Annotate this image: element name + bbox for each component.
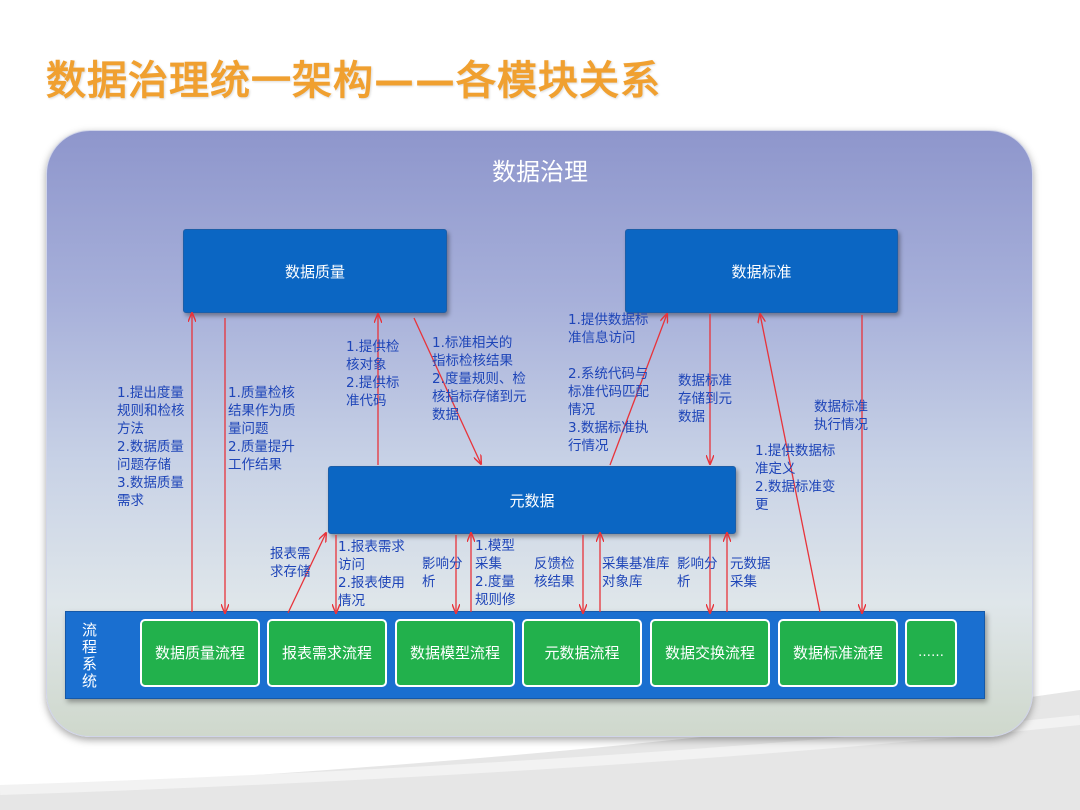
label-model-collect: 1.模型 采集 2.度量 规则修 改 — [475, 538, 516, 608]
label-report-access: 1.报表需求 访问 2.报表使用 情况 — [338, 539, 405, 609]
label-impact-analysis-2: 影响分 析 — [677, 556, 718, 590]
arrow-report-to-metadata — [287, 533, 326, 614]
process-item-more: …… — [905, 619, 957, 687]
process-system-label: 流程系统 — [80, 622, 98, 690]
process-item-standard: 数据标准流程 — [778, 619, 898, 687]
label-quality-to-metadata: 1.标准相关的 指标检核结果 2.度量规则、检 核指标存储到元 数据 — [432, 335, 527, 423]
page-title: 数据治理统一架构——各模块关系 — [46, 58, 661, 104]
data-quality-box: 数据质量 — [183, 229, 447, 313]
process-item-quality: 数据质量流程 — [140, 619, 260, 687]
label-collect-base: 采集基准库 对象库 — [602, 556, 670, 590]
arrow-metadata-to-standard — [609, 314, 667, 466]
label-standard-to-metadata: 数据标准 存储到元 数据 — [678, 373, 732, 425]
label-impact-analysis-1: 影响分 析 — [422, 556, 463, 590]
process-item-report: 报表需求流程 — [267, 619, 387, 687]
label-quality-down: 1.质量检核 结果作为质 量问题 2.质量提升 工作结果 — [228, 385, 296, 473]
label-standard-execution: 数据标准 执行情况 — [814, 399, 868, 433]
label-standard-definition: 1.提供数据标 准定义 2.数据标准变 更 — [755, 443, 836, 513]
arrow-quality-to-metadata — [413, 317, 481, 464]
process-item-model: 数据模型流程 — [395, 619, 515, 687]
label-metadata-to-quality: 1.提供检 核对象 2.提供标 准代码 — [346, 339, 400, 409]
label-metadata-collect: 元数据 采集 — [730, 556, 771, 590]
label-feedback: 反馈检 核结果 — [534, 556, 575, 590]
label-quality-up: 1.提出度量 规则和检核 方法 2.数据质量 问题存储 3.数据质量 需求 — [117, 385, 185, 509]
label-metadata-to-standard: 1.提供数据标 准信息访问 2.系统代码与 标准代码匹配 情况 3.数据标准执 … — [568, 312, 649, 454]
arrow-standard-process-to-standard — [760, 314, 821, 613]
label-report-storage: 报表需 求存储 — [270, 546, 311, 580]
metadata-box: 元数据 — [328, 466, 736, 534]
process-item-metadata: 元数据流程 — [522, 619, 642, 687]
panel-title: 数据治理 — [492, 158, 588, 186]
process-item-exchange: 数据交换流程 — [650, 619, 770, 687]
